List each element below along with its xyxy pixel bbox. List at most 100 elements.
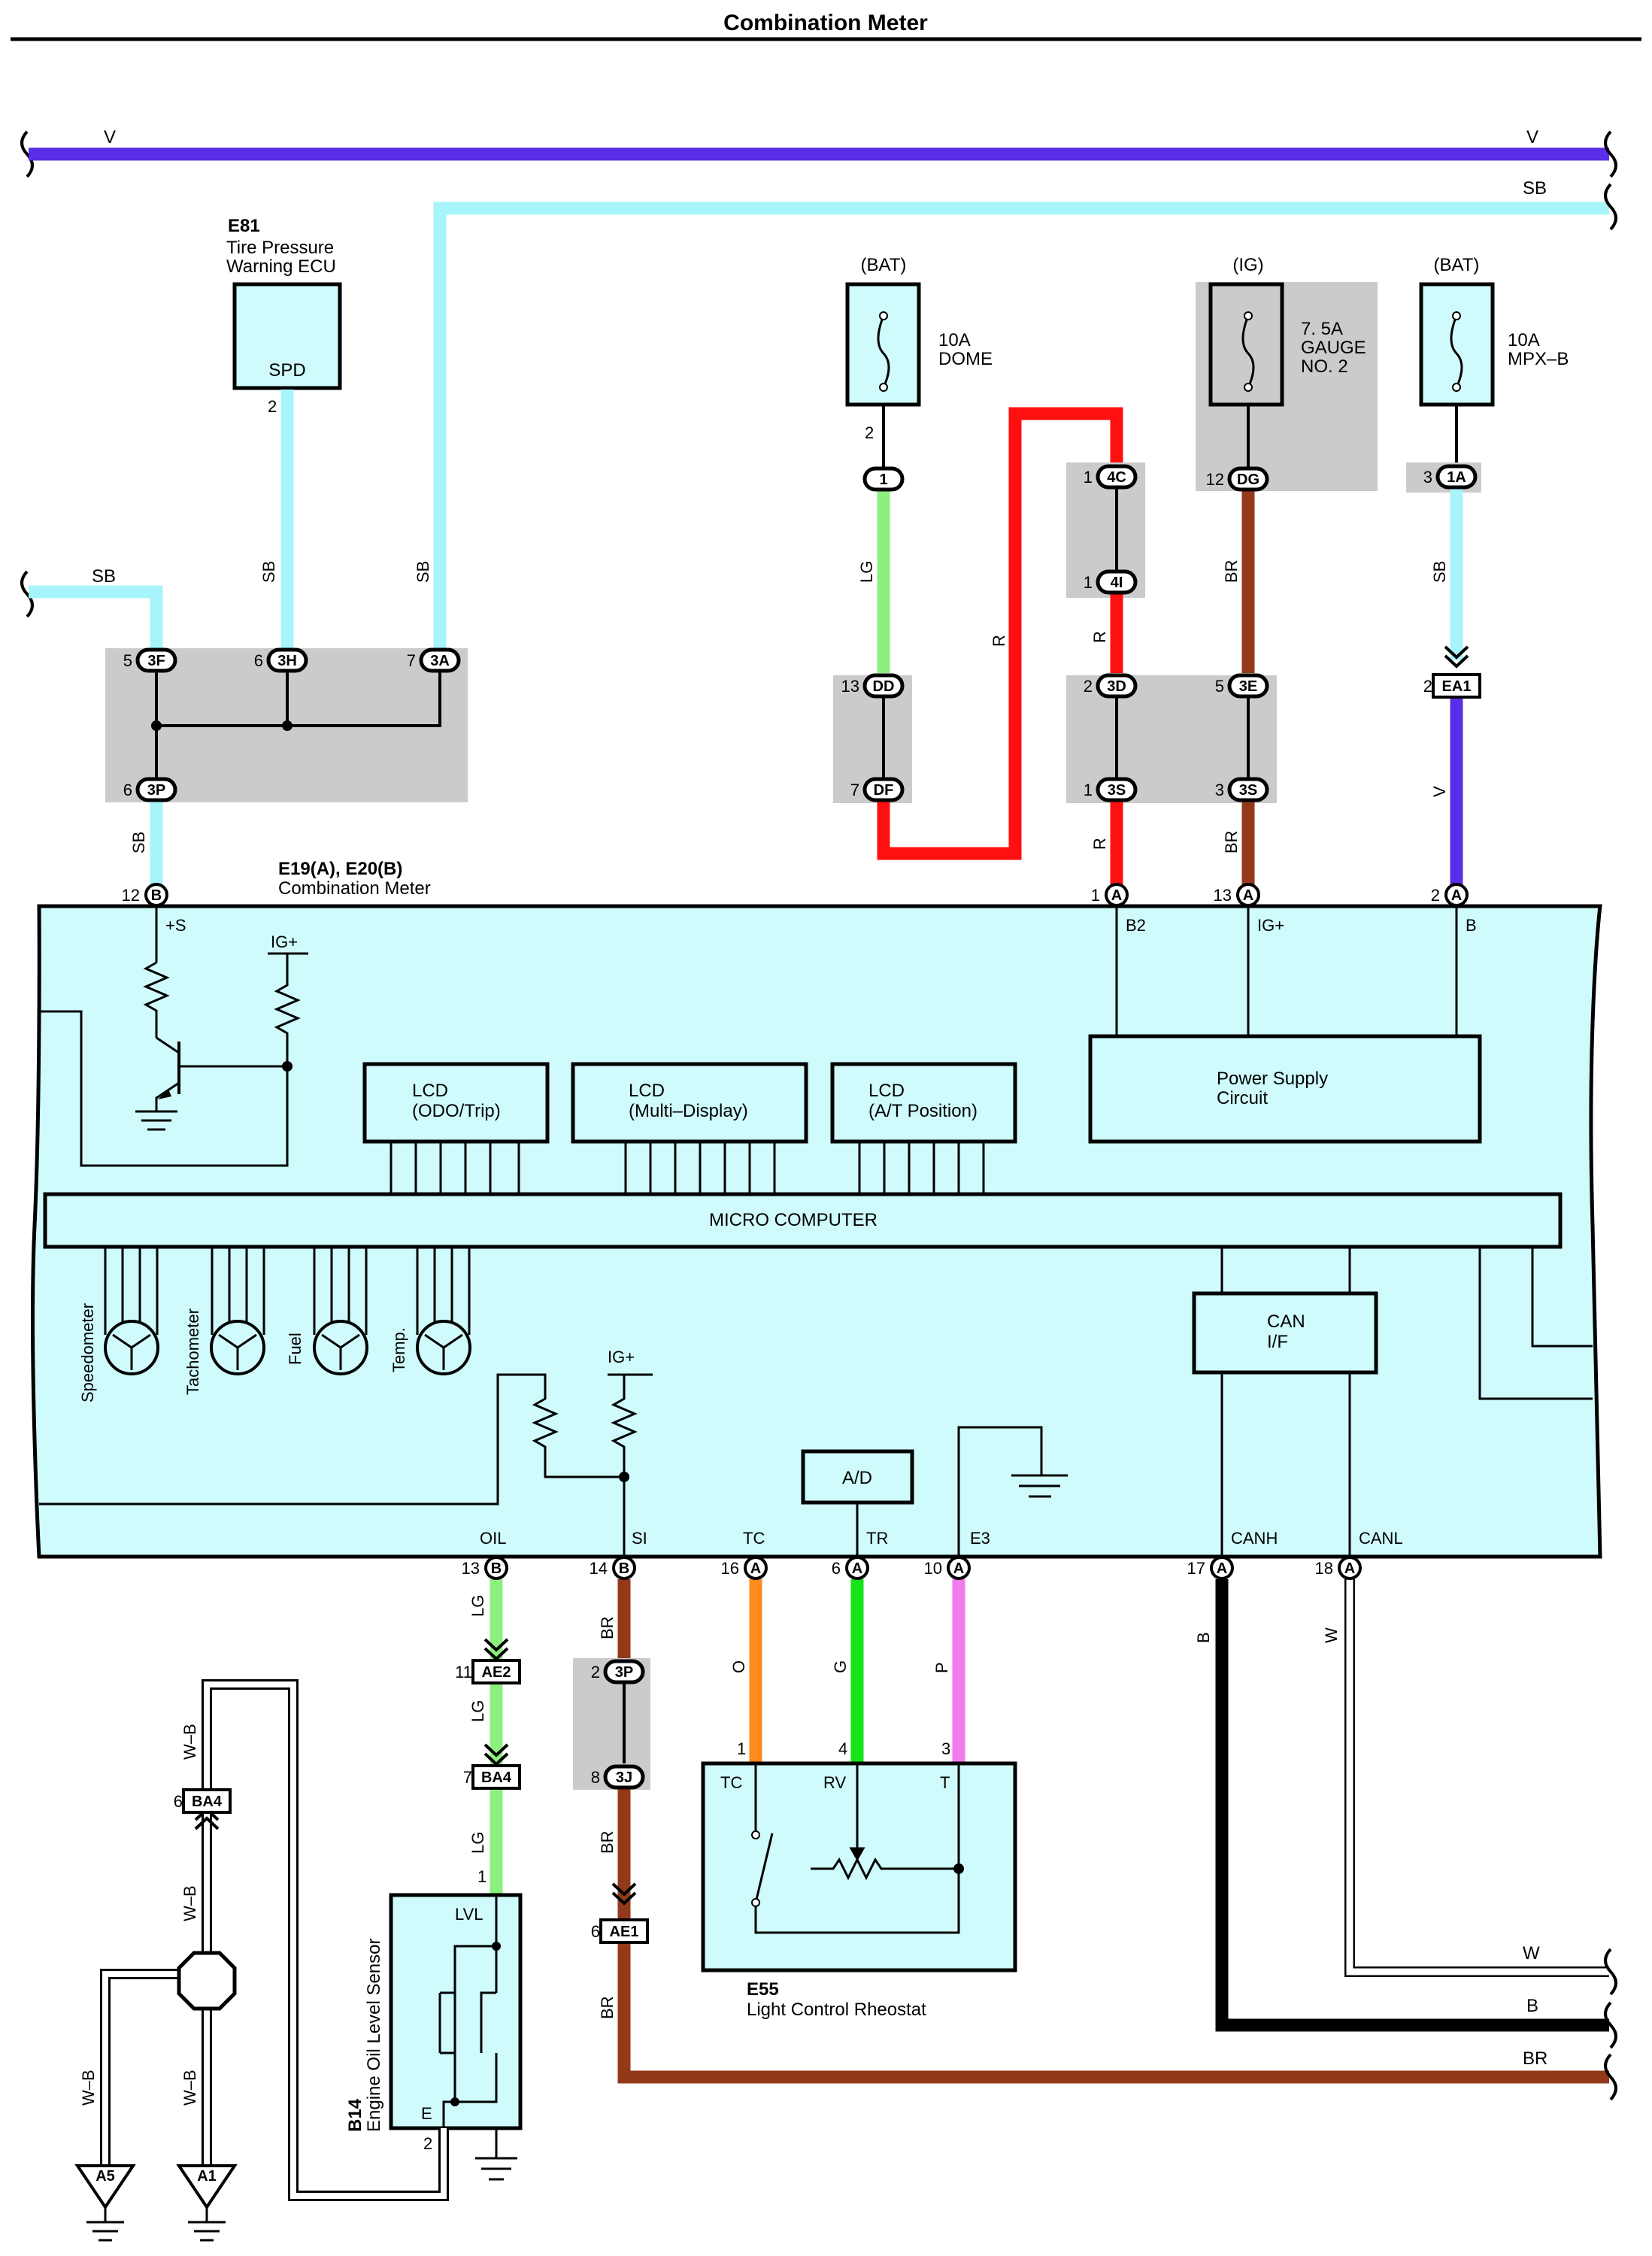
lcd2-line1: LCD bbox=[629, 1081, 665, 1101]
transistor-emitter-arrow bbox=[158, 1089, 171, 1099]
psu-inputs bbox=[1115, 906, 1458, 1036]
connector-mB12: B12 bbox=[122, 883, 168, 907]
fuse-gauge-end-2 bbox=[1244, 383, 1253, 392]
wire-wb-harness-inner bbox=[102, 1681, 447, 2199]
lcd3-line1: LCD bbox=[868, 1081, 905, 1101]
wire-label-sb-b: SB bbox=[259, 561, 278, 583]
connector-pin: 1 bbox=[1084, 468, 1093, 487]
connector-pin: 1 bbox=[1084, 781, 1093, 799]
connector-mA18: A18 bbox=[1315, 1556, 1362, 1580]
v-bus-label-left: V bbox=[104, 127, 116, 147]
sensor-name: Engine Oil Level Sensor bbox=[364, 1939, 384, 2132]
ecu-pin-no: 2 bbox=[268, 397, 277, 416]
connector-name: 3J bbox=[616, 1769, 632, 1786]
connector-name: DG bbox=[1237, 472, 1259, 488]
lcd-odo-trip bbox=[362, 1062, 550, 1144]
connector-pin: 7 bbox=[463, 1768, 472, 1787]
connector-pin: 1 bbox=[1091, 886, 1100, 905]
rheostat-switch-contact-1 bbox=[751, 1830, 760, 1839]
connector-name: BA4 bbox=[192, 1794, 223, 1810]
w-right-label: W bbox=[1523, 1943, 1540, 1963]
sb-left-label: SB bbox=[92, 566, 116, 587]
lcd3-line2: (A/T Position) bbox=[868, 1101, 978, 1121]
gauge-label-fuel: Fuel bbox=[286, 1333, 305, 1365]
fuse2-source: (IG) bbox=[1232, 255, 1263, 275]
micro-computer bbox=[43, 1192, 1563, 1249]
wire-label-v-a: V bbox=[1430, 786, 1449, 797]
gauge-label-temp: Temp. bbox=[390, 1327, 408, 1372]
gauge-lines bbox=[104, 1247, 471, 1335]
connector-name: DD bbox=[873, 678, 895, 695]
connector-name: AE1 bbox=[610, 1924, 639, 1940]
b-right-label: B bbox=[1526, 1996, 1538, 2016]
connector-mA17: A17 bbox=[1187, 1556, 1234, 1580]
connector-mA16: A16 bbox=[721, 1556, 768, 1580]
connector-pin: 5 bbox=[1215, 677, 1224, 696]
speedometer-gauge bbox=[104, 1320, 159, 1375]
break-mark-sb-top bbox=[1604, 183, 1617, 231]
ground-a5-symbol bbox=[86, 2207, 124, 2242]
fuse3-name: MPX–B bbox=[1508, 349, 1569, 369]
connector-name: A bbox=[1451, 887, 1462, 904]
gauge-label-speedometer: Speedometer bbox=[78, 1303, 97, 1402]
connector-pin: 5 bbox=[123, 651, 132, 670]
wire-w-canl-inner bbox=[1346, 1579, 1609, 1976]
pin-label-s-plus: +S bbox=[165, 916, 186, 935]
rheostat-wiper bbox=[849, 1763, 865, 1862]
s-plus-resistor bbox=[143, 961, 170, 1038]
fuse1-out-pin: 2 bbox=[865, 423, 874, 442]
connector-name: B bbox=[619, 1560, 629, 1577]
ecu-name-2: Warning ECU bbox=[226, 256, 336, 277]
can-interface bbox=[1192, 1291, 1378, 1375]
connector-name: A bbox=[1217, 1560, 1227, 1577]
wire-label-sb-d: SB bbox=[129, 832, 148, 854]
connector-pin: 12 bbox=[122, 886, 140, 905]
wire-sb-left bbox=[29, 585, 163, 658]
rheo-pin-no-3: 3 bbox=[941, 1739, 950, 1758]
sensor-e: E bbox=[421, 2104, 432, 2123]
connector-mA2: A2 bbox=[1431, 883, 1469, 907]
connector-mB13: B13 bbox=[462, 1556, 508, 1580]
pin-label-oil: OIL bbox=[480, 1529, 506, 1548]
wire-label-sb-c: SB bbox=[414, 561, 432, 583]
fuse-mpx-end-2 bbox=[1452, 383, 1461, 392]
ecu-name-1: Tire Pressure bbox=[226, 238, 334, 258]
connector-c4C: 4C1 bbox=[1084, 464, 1138, 490]
lcd2-line2: (Multi–Display) bbox=[629, 1101, 748, 1121]
light-control-rheostat bbox=[701, 1761, 1017, 1972]
junction-dot-2 bbox=[282, 720, 293, 731]
power-supply-circuit bbox=[1088, 1034, 1482, 1144]
connector-mA1: A1 bbox=[1091, 883, 1129, 907]
ig-plus-label-1: IG+ bbox=[271, 932, 298, 951]
connector-pin: 6 bbox=[254, 651, 263, 670]
sensor-node-2 bbox=[450, 2097, 459, 2106]
connector-pin: 12 bbox=[1206, 470, 1224, 489]
connector-name: 3S bbox=[1239, 782, 1257, 799]
wire-label-w: W bbox=[1322, 1627, 1341, 1643]
connector-pin: 8 bbox=[591, 1768, 600, 1787]
pin-label-tc: TC bbox=[743, 1529, 765, 1548]
rheostat-resistor bbox=[811, 1763, 960, 1881]
pin-label-tr: TR bbox=[866, 1529, 888, 1548]
connector-mA10: A10 bbox=[924, 1556, 971, 1580]
psu-line1: Power Supply bbox=[1217, 1069, 1328, 1089]
break-mark-v-left bbox=[20, 130, 34, 178]
connector-c3E: 3E 5 bbox=[1215, 673, 1269, 699]
connector-pin: 14 bbox=[590, 1559, 608, 1578]
wire-label-wb-a: W–B bbox=[180, 1724, 199, 1760]
wire-label-br-e: BR bbox=[598, 1996, 617, 2019]
connector-name: EA1 bbox=[1442, 678, 1472, 695]
connector-name: 3E bbox=[1239, 678, 1257, 695]
ig-plus-resistor-1 bbox=[274, 954, 301, 1066]
ground-a1-symbol bbox=[188, 2207, 226, 2242]
wire-br-si-2 bbox=[617, 1786, 1609, 2084]
ground-splice bbox=[177, 1951, 237, 2011]
connector-c3A: 3A7 bbox=[407, 647, 461, 673]
connector-c4I: 4I1 bbox=[1084, 569, 1138, 595]
wire-label-o: O bbox=[729, 1660, 748, 1673]
can-line2: I/F bbox=[1267, 1332, 1288, 1352]
